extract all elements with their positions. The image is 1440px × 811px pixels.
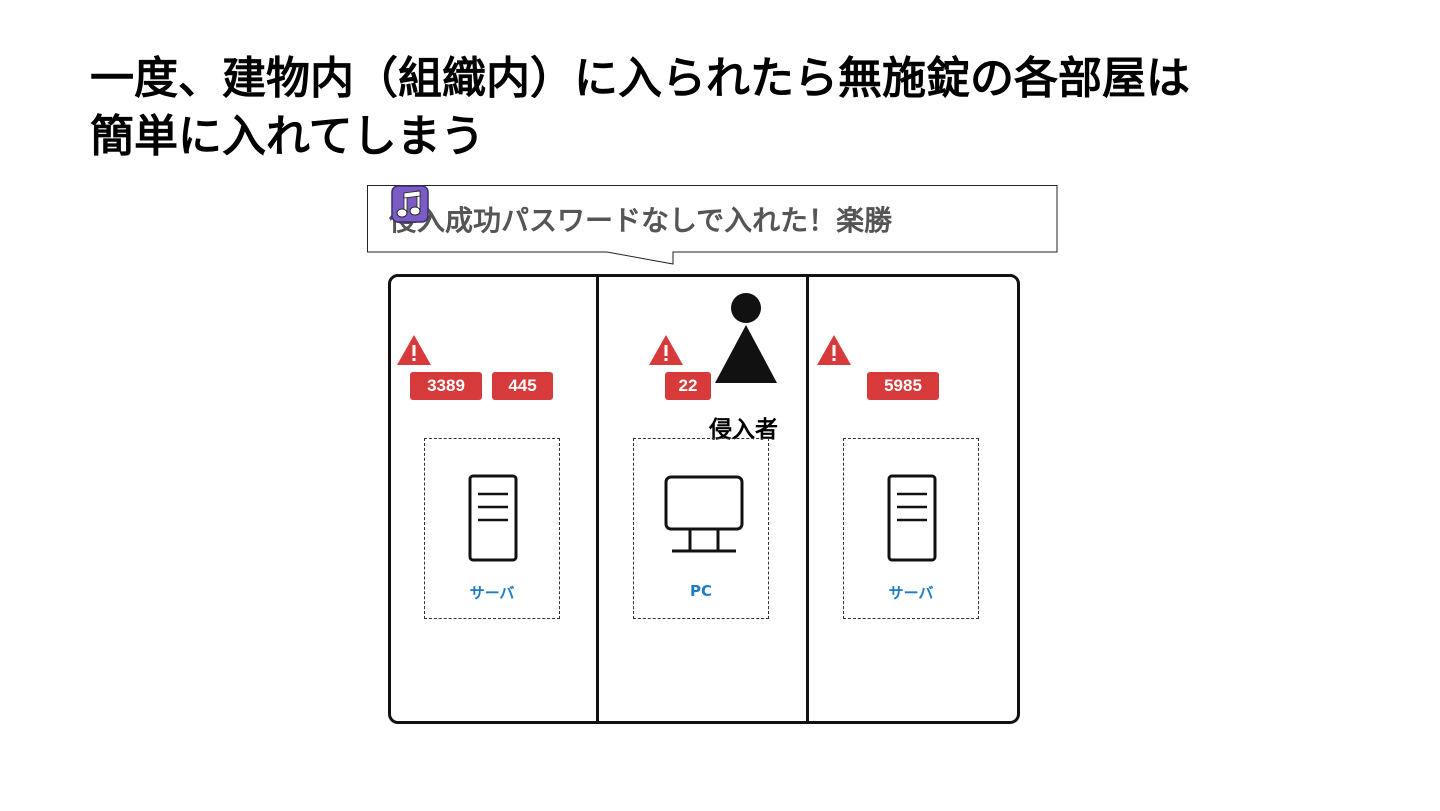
speech-text: 侵入成功 パスワードなしで入れた！楽勝: [389, 185, 892, 252]
device-server-1: サーバ: [424, 438, 560, 619]
title-line-2: 簡単に入れてしまう: [90, 111, 485, 162]
device-label: PC: [689, 582, 712, 600]
device-label: サーバ: [888, 584, 934, 602]
speech-bubble: 侵入成功 パスワードなしで入れた！楽勝: [367, 185, 1058, 265]
music-note-icon: [391, 185, 429, 223]
port-badge: 5985: [867, 372, 939, 400]
device-pc: PC: [633, 438, 769, 619]
speech-text-after: パスワードなしで入れた！楽勝: [501, 203, 893, 237]
device-server-2: サーバ: [843, 438, 979, 619]
port-badge: 3389: [410, 372, 482, 400]
intruder-icon: [715, 293, 777, 383]
slide-title: 一度、建物内（組織内）に入られたら無施錠の各部屋は 簡単に入れてしまう: [90, 50, 1390, 166]
building-outline: [388, 274, 1020, 724]
room-wall: [806, 274, 809, 724]
device-label: サーバ: [469, 584, 515, 602]
monitor-icon: [664, 475, 744, 553]
speech-bubble-outline: [367, 185, 1058, 265]
warning-icon: [649, 335, 683, 365]
title-line-1: 一度、建物内（組織内）に入られたら無施錠の各部屋は: [90, 53, 1190, 104]
server-icon: [887, 474, 937, 562]
warning-icon: [397, 335, 431, 365]
port-badge: 445: [492, 372, 553, 400]
room-wall: [596, 274, 599, 724]
server-icon: [468, 474, 518, 562]
port-badge: 22: [665, 372, 711, 400]
warning-icon: [817, 335, 851, 365]
